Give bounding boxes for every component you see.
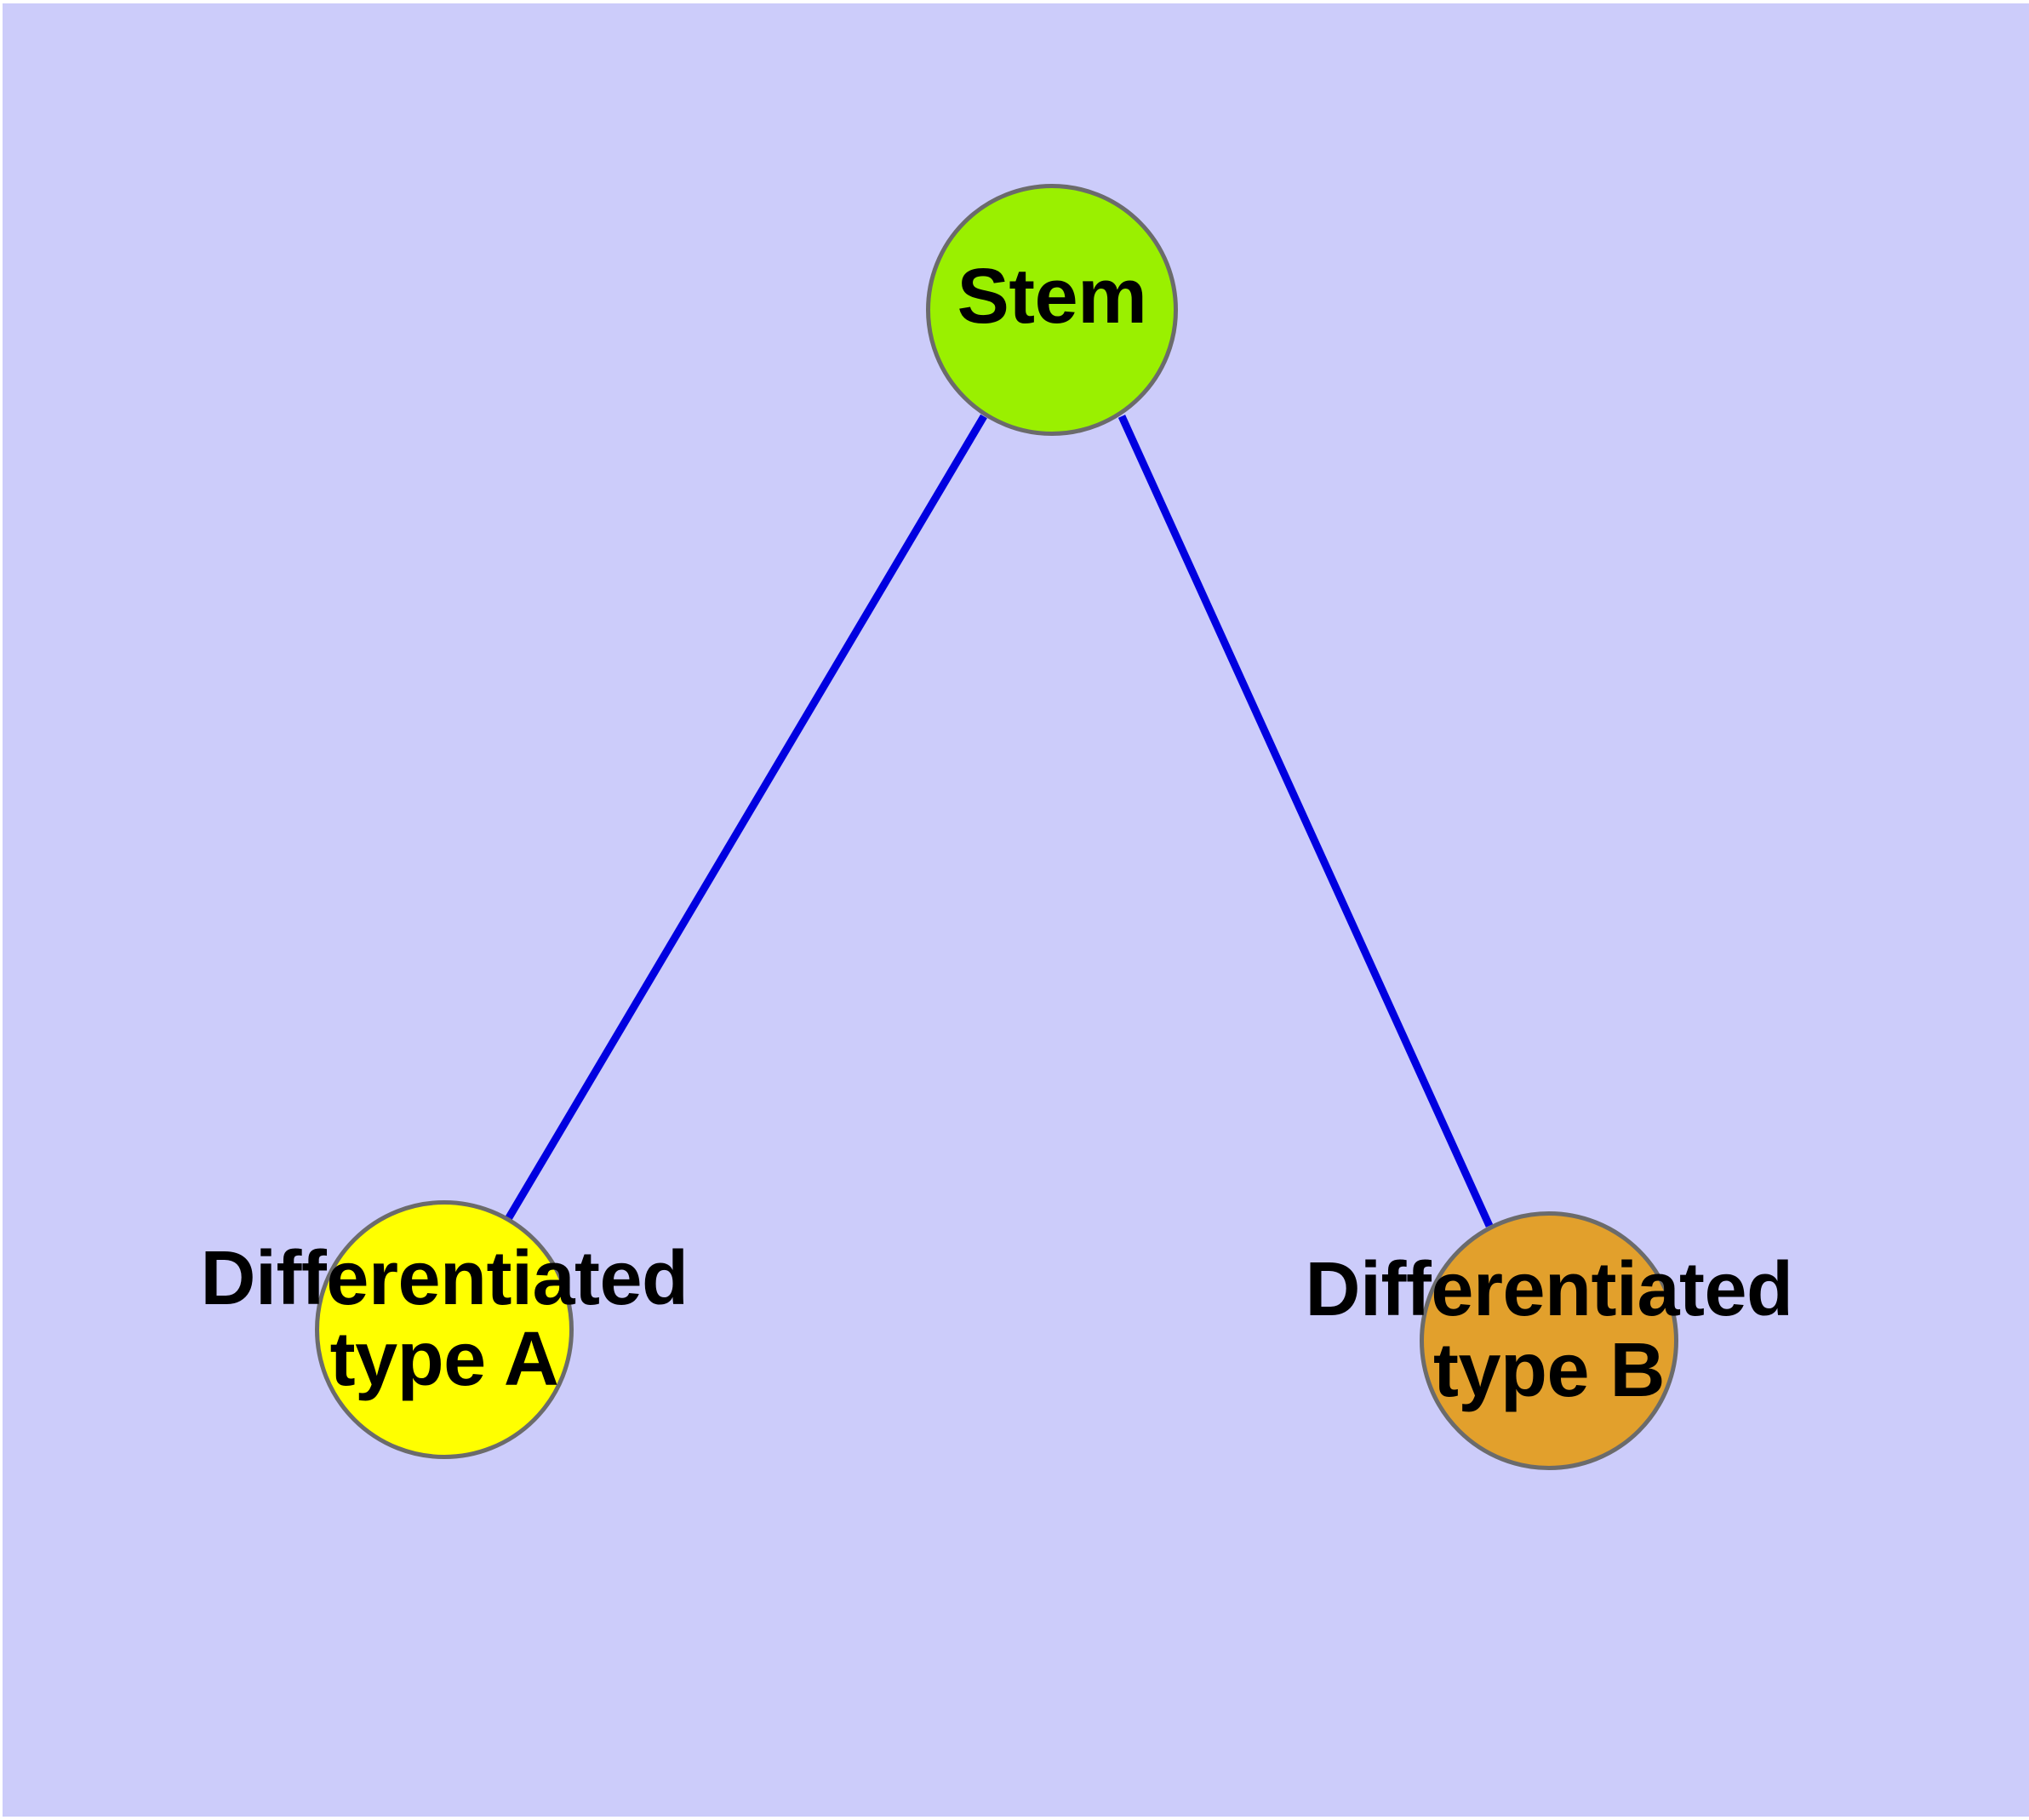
- edge-layer: [505, 414, 1494, 1228]
- edge-stem-to-diff-a: [505, 414, 987, 1222]
- node-differentiated-type-b[interactable]: [1420, 1211, 1678, 1470]
- node-layer: [315, 184, 1678, 1470]
- node-stem[interactable]: [926, 184, 1178, 436]
- edge-stem-to-diff-b: [1117, 415, 1494, 1228]
- node-differentiated-type-a[interactable]: [315, 1200, 574, 1459]
